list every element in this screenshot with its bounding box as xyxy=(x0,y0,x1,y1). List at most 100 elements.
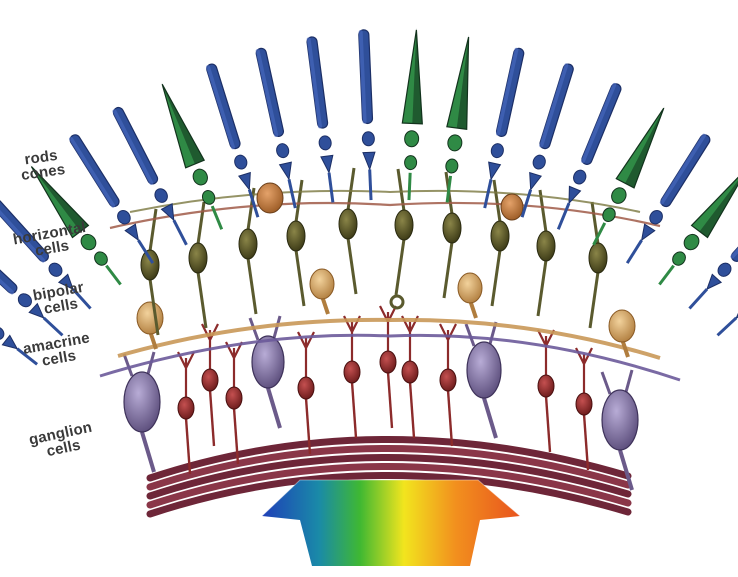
cone-nucleus xyxy=(609,185,629,206)
rod-axon xyxy=(329,173,333,203)
small-ganglion-body xyxy=(440,369,456,391)
horizontal-cell-body xyxy=(257,183,283,213)
small-ganglion-body xyxy=(298,377,314,399)
bipolar-cell-body xyxy=(589,243,607,273)
small-ganglion-cell xyxy=(380,306,396,428)
cone-cell xyxy=(437,34,479,204)
ganglion-cell xyxy=(250,316,284,428)
bipolar-cell-body xyxy=(189,243,207,273)
light-spectrum xyxy=(262,480,520,566)
ganglion-cell-body xyxy=(124,372,160,432)
ganglion-axon xyxy=(142,432,154,472)
rod-nucleus xyxy=(0,324,6,342)
ganglion-axon xyxy=(484,398,496,438)
bipolar-dendrite xyxy=(296,180,302,222)
small-ganglion-axon xyxy=(210,390,214,446)
rod-highlight xyxy=(206,65,236,150)
rod-highlight xyxy=(539,63,569,148)
cone-nucleus xyxy=(681,231,702,252)
small-ganglion-cell xyxy=(298,332,314,454)
rod-axon xyxy=(627,240,641,263)
small-ganglion-dendrite xyxy=(380,306,396,352)
cone-axon xyxy=(409,173,410,200)
horizontal-cell-body xyxy=(501,194,523,220)
small-ganglion-body xyxy=(344,361,360,383)
small-ganglion-body xyxy=(538,375,554,397)
cone-outer-segment xyxy=(692,161,738,238)
bipolar-dendrite xyxy=(198,202,204,244)
bipolar-cell-body xyxy=(537,231,555,261)
rod-axon xyxy=(718,318,737,336)
rod-nucleus xyxy=(490,143,505,159)
small-ganglion-body xyxy=(226,387,242,409)
rod-nucleus xyxy=(362,132,375,147)
bipolar-cell xyxy=(189,202,207,328)
small-ganglion-body xyxy=(576,393,592,415)
rod-bulb xyxy=(363,152,376,170)
cone-nucleus xyxy=(404,130,419,147)
small-ganglion-dendrite xyxy=(178,352,194,398)
rod-bulb xyxy=(485,162,500,181)
rod-nucleus xyxy=(153,187,170,205)
bipolar-axon xyxy=(348,238,356,294)
ganglion-cell-body xyxy=(467,342,501,398)
rod-axon xyxy=(689,289,707,308)
rod-cell xyxy=(713,234,738,340)
small-ganglion-axon xyxy=(352,382,356,438)
bipolar-dendrite xyxy=(150,209,156,251)
small-ganglion-axon xyxy=(448,390,452,446)
horizontal-dendrite xyxy=(110,203,660,228)
small-ganglion-body xyxy=(178,397,194,419)
rod-axon xyxy=(174,220,187,245)
small-ganglion-dendrite xyxy=(226,342,242,388)
rod-cell xyxy=(479,47,526,209)
small-ganglion-body xyxy=(380,351,396,373)
amacrine-cell-body xyxy=(609,310,635,342)
rod-cell xyxy=(254,47,301,209)
rod-nucleus xyxy=(572,168,588,186)
rod-cell xyxy=(305,36,338,203)
rods-cones-label: rods cones xyxy=(18,147,66,183)
small-ganglion-cell xyxy=(226,342,242,464)
rod-nucleus xyxy=(531,154,547,171)
bipolar-terminal xyxy=(391,296,403,308)
small-ganglion-axon xyxy=(546,396,550,452)
bipolar-cell xyxy=(589,202,607,328)
bipolar-axon xyxy=(296,250,304,306)
amacrine-cell-body xyxy=(137,302,163,334)
cone-bulb xyxy=(404,155,417,170)
rod-bulb xyxy=(637,224,655,243)
rod-bulb xyxy=(525,173,541,192)
bipolar-cell-body xyxy=(339,209,357,239)
cone-axon xyxy=(659,266,673,285)
rod-highlight xyxy=(580,82,616,163)
small-ganglion-dendrite xyxy=(344,316,360,362)
bipolar-cell-body xyxy=(443,213,461,243)
rod-axon xyxy=(558,203,569,229)
amacrine-cell-body xyxy=(458,273,482,303)
small-ganglion-cell xyxy=(576,348,592,470)
small-ganglion-cell xyxy=(440,324,456,446)
small-ganglion-body xyxy=(402,361,418,383)
bipolar-cell-body xyxy=(395,210,413,240)
rod-highlight xyxy=(68,136,116,208)
cone-nucleus xyxy=(191,167,210,187)
ganglion-cell xyxy=(124,352,160,472)
rod-highlight xyxy=(659,133,707,205)
small-ganglion-axon xyxy=(388,372,392,428)
ganglion-cell-body xyxy=(252,336,284,388)
rod-axon xyxy=(44,318,63,336)
bipolar-cell-body xyxy=(141,250,159,280)
rod-nucleus xyxy=(318,135,332,150)
spectrum-shape xyxy=(262,480,520,566)
amacrine-cell-body xyxy=(310,269,334,299)
rod-nucleus xyxy=(275,143,290,159)
ganglion-cell-body xyxy=(602,390,638,450)
bipolar-axon xyxy=(538,260,546,316)
bipolar-axon xyxy=(198,272,206,328)
small-ganglion-dendrite xyxy=(440,324,456,370)
rod-nucleus xyxy=(46,261,64,279)
cone-bulb xyxy=(445,158,459,173)
